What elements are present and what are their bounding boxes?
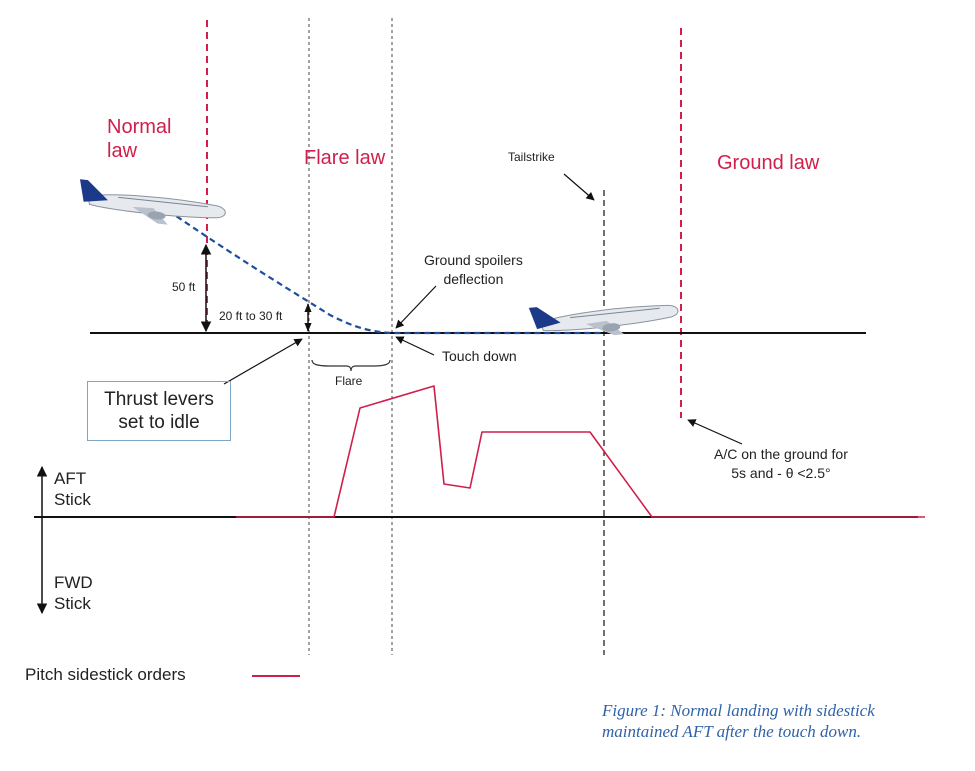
aft-stick-label: AFT Stick bbox=[54, 468, 91, 510]
tailstrike-label: Tailstrike bbox=[508, 150, 555, 164]
aft-line2: Stick bbox=[54, 490, 91, 509]
flare-label: Flare bbox=[335, 374, 363, 388]
tailstrike-pointer bbox=[563, 173, 595, 201]
thrust-pointer bbox=[223, 338, 303, 385]
height-50-label: 50 ft bbox=[172, 280, 196, 294]
normal-law-line1: Normal bbox=[107, 116, 172, 138]
fwd-stick-label: FWD Stick bbox=[54, 572, 93, 614]
thrust-box-line2: set to idle bbox=[118, 412, 200, 433]
touch-down-label: Touch down bbox=[442, 348, 517, 364]
flare-brace bbox=[311, 359, 391, 372]
height-20-30-label: 20 ft to 30 ft bbox=[219, 309, 283, 323]
ground-spoilers-line2: deflection bbox=[443, 271, 504, 287]
ground-condition-line1: A/C on the ground for bbox=[714, 446, 848, 462]
aircraft-icon bbox=[79, 179, 226, 225]
thrust-box-line1: Thrust levers bbox=[104, 389, 214, 410]
flare-law-label: Flare law bbox=[304, 147, 386, 169]
touchdown-pointer bbox=[395, 336, 435, 356]
caption-line1: Figure 1: Normal landing with sidestick bbox=[602, 701, 875, 720]
ground-law-label: Ground law bbox=[717, 152, 820, 174]
pitch-sidestick-orders bbox=[236, 385, 925, 518]
ground-condition-line2: 5s and - θ <2.5° bbox=[731, 465, 831, 481]
caption-line2: maintained AFT after the touch down. bbox=[602, 722, 862, 741]
aft-line1: AFT bbox=[54, 469, 87, 488]
fwd-line1: FWD bbox=[54, 573, 93, 592]
normal-law-label: Normal law bbox=[107, 115, 171, 163]
legend-label: Pitch sidestick orders bbox=[25, 665, 186, 684]
normal-law-line2: law bbox=[107, 140, 138, 162]
thrust-levers-box: Thrust levers set to idle bbox=[87, 381, 231, 441]
ground-condition-label: A/C on the ground for 5s and - θ <2.5° bbox=[714, 445, 848, 483]
figure-caption: Figure 1: Normal landing with sidestick … bbox=[602, 700, 875, 742]
ground-spoilers-label: Ground spoilers deflection bbox=[424, 251, 523, 289]
spoilers-pointer bbox=[395, 285, 437, 329]
ground-condition-pointer bbox=[687, 419, 743, 445]
ground-spoilers-line1: Ground spoilers bbox=[424, 252, 523, 268]
fwd-line2: Stick bbox=[54, 594, 91, 613]
aircraft-icon bbox=[528, 304, 679, 336]
